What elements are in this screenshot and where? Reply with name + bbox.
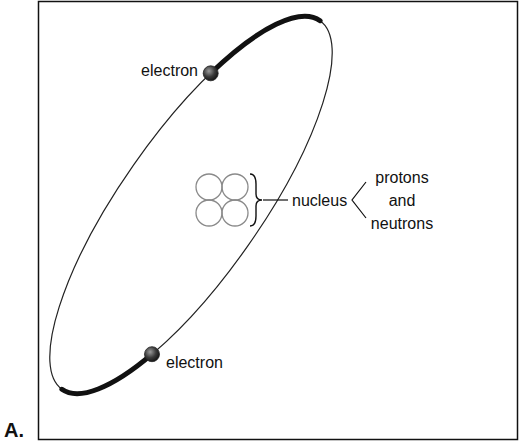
nucleus-label: nucleus xyxy=(292,191,347,210)
orbit-path-highlight xyxy=(211,16,320,73)
particle-label: protons and neutrons xyxy=(371,166,433,235)
panel-frame xyxy=(39,2,518,440)
nucleon-circle xyxy=(222,174,248,200)
curly-bracket xyxy=(250,174,262,226)
electron-orbit xyxy=(5,0,378,429)
panel-letter: A. xyxy=(4,419,24,441)
electron-ball xyxy=(203,66,218,81)
nucleon-circle xyxy=(196,174,222,200)
split-bracket xyxy=(352,182,366,218)
electron-label: electron xyxy=(166,353,223,372)
nucleon-circle xyxy=(222,200,248,226)
orbit-path-highlight xyxy=(62,354,152,393)
nucleus-particles xyxy=(196,174,248,226)
electron-ball xyxy=(145,347,160,362)
nucleon-circle xyxy=(196,200,222,226)
leader-line xyxy=(263,199,288,200)
electron-label: electron xyxy=(141,61,198,80)
